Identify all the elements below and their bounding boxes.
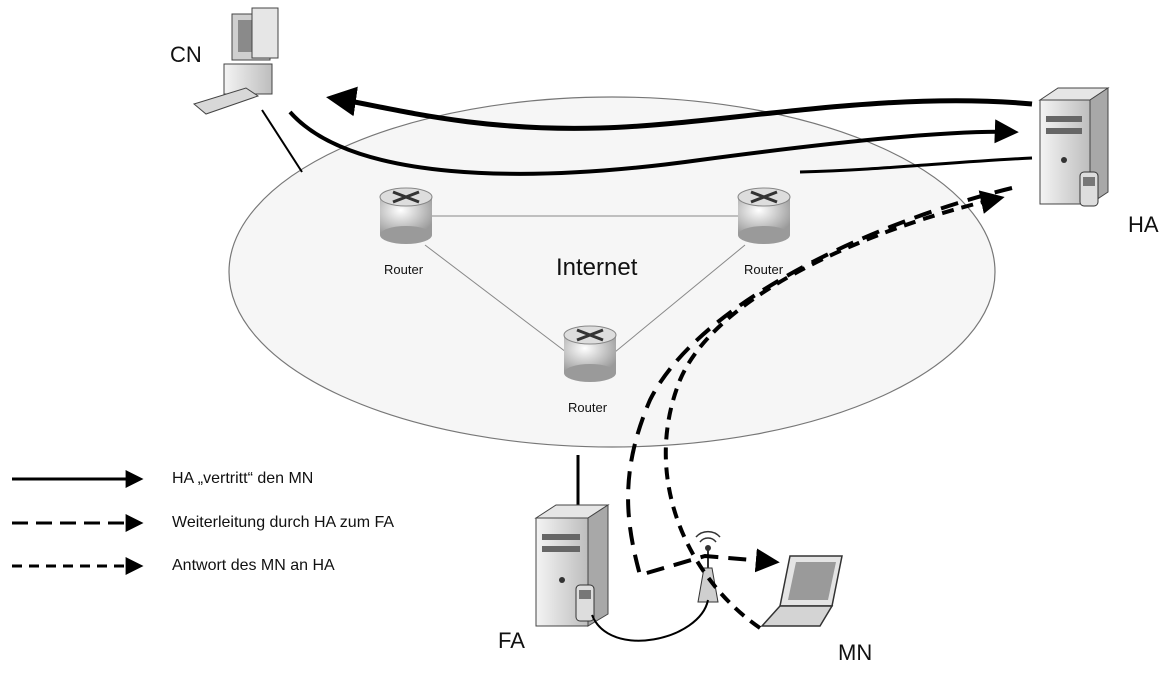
node-label-mn: MN <box>838 640 873 665</box>
arrow-ha-return-line <box>799 156 1033 174</box>
node-label-ha: HA <box>1128 212 1159 237</box>
computer-icon <box>192 7 279 115</box>
cn-link <box>261 109 303 173</box>
server-icon <box>534 504 610 627</box>
node-label-fa: FA <box>498 628 525 653</box>
router-icon <box>563 325 617 382</box>
router-label: Router <box>568 400 608 415</box>
fa-ap-cable <box>591 599 709 642</box>
router-icon <box>737 187 791 244</box>
legend-text-short-dash: Antwort des MN an HA <box>172 557 335 574</box>
internet-cloud <box>228 96 996 448</box>
router-icon <box>379 187 433 244</box>
arrow-ha-to-fa <box>626 186 1013 578</box>
arrow-cn-to-ha <box>288 110 1019 176</box>
legend-text-solid: HA „vertritt“ den MN <box>172 470 314 487</box>
router-label: Router <box>744 262 784 277</box>
arrow-ha-to-cn <box>326 86 1033 131</box>
internet-label: Internet <box>556 254 638 281</box>
legend-text-long-dash: Weiterleitung durch HA zum FA <box>172 514 395 531</box>
phone-icon <box>575 584 595 622</box>
router-label: Router <box>384 262 424 277</box>
router-link-left <box>424 244 567 353</box>
phone-icon <box>1079 171 1099 207</box>
laptop-icon <box>760 555 843 627</box>
router-link-right <box>614 244 746 353</box>
access-point-icon <box>695 530 721 603</box>
arrow-mn-to-ha <box>663 190 1005 630</box>
node-label-cn: CN <box>170 42 202 67</box>
